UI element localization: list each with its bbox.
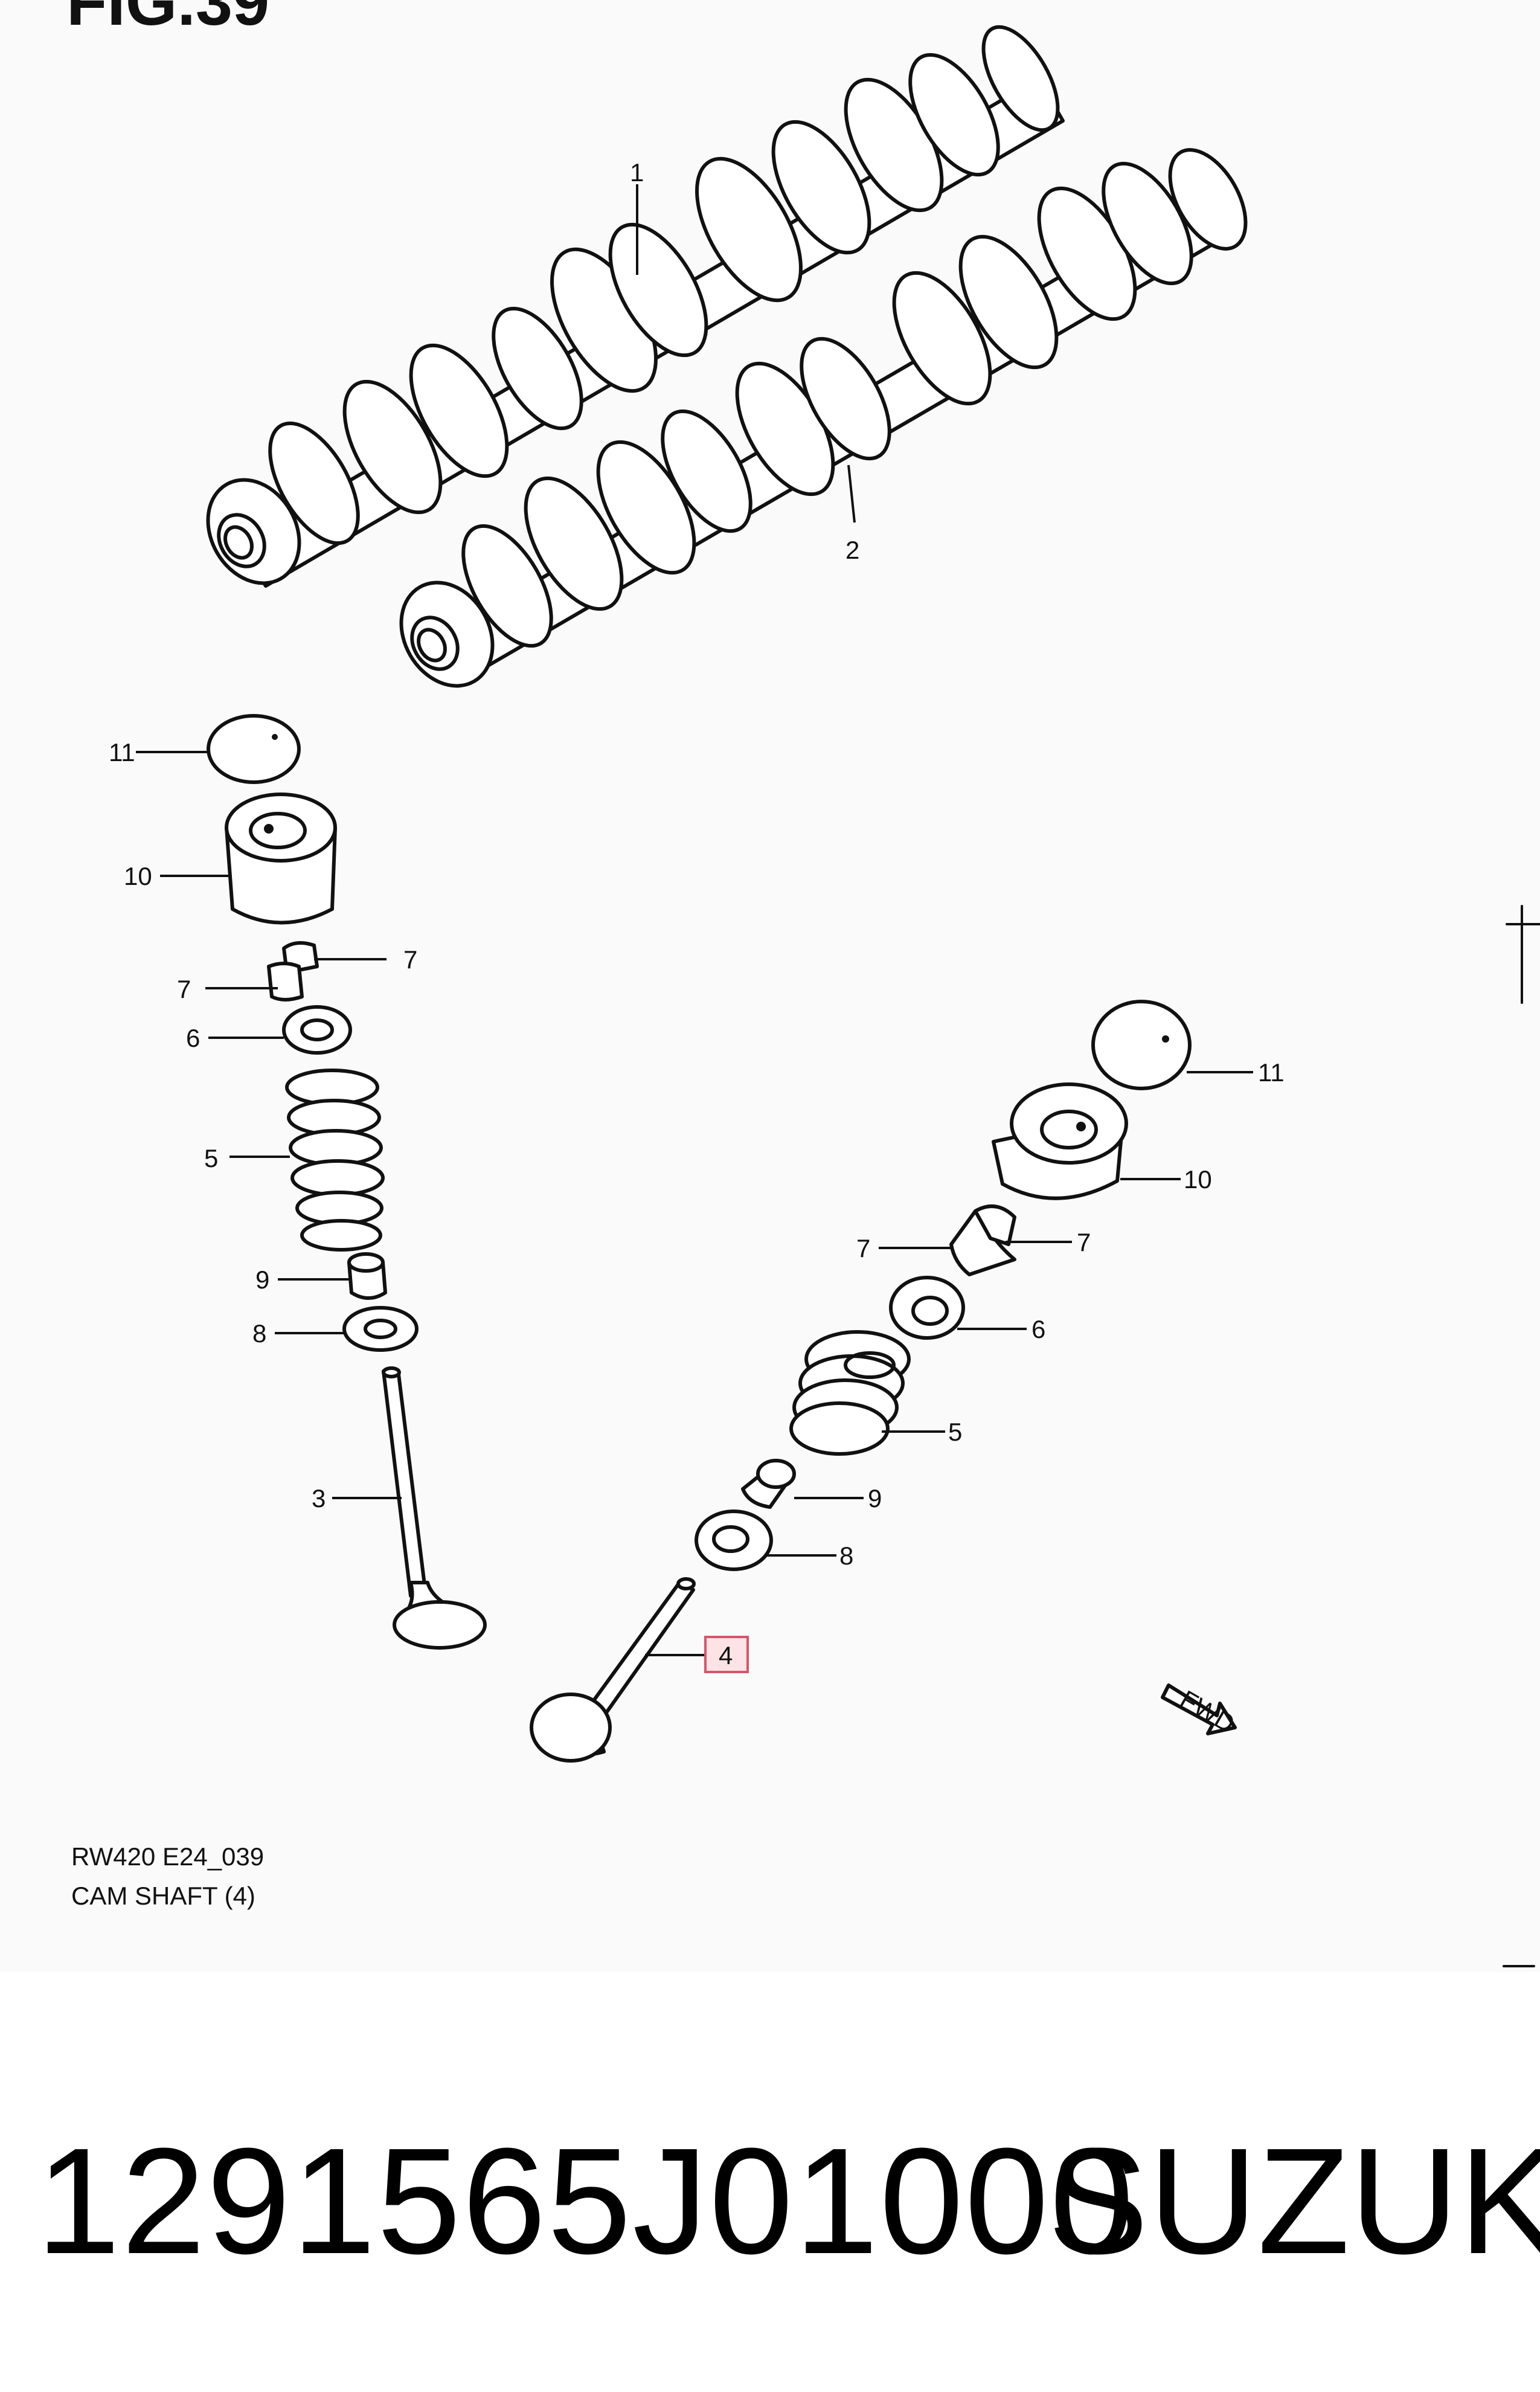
spring-seat-right[interactable] [695,1509,773,1571]
camshaft-1[interactable] [190,15,1073,600]
callout-4[interactable]: 4 [719,1641,733,1670]
valve-cotter-right[interactable] [949,1204,1016,1276]
valve-spring-left[interactable] [285,1069,385,1252]
callout-3: 3 [312,1484,326,1513]
fwd-label: FWD [1175,1685,1239,1738]
callout-8-right: 8 [839,1542,853,1570]
stem-seal-left[interactable] [347,1252,387,1300]
callout-10-left: 10 [124,862,152,890]
callout-10-right: 10 [1184,1165,1212,1194]
valve-spring-right[interactable] [789,1330,911,1456]
shim-right[interactable] [1091,1000,1192,1090]
diagram-code: RW420 E24_039 [71,1842,265,1871]
parts-diagram: FWD 1 2 3 [109,15,1540,1967]
exhaust-valve-right[interactable] [530,1577,696,1763]
fwd-arrow-icon: FWD [1161,1683,1240,1738]
callout-7-right-b: 7 [1077,1228,1091,1256]
shim-left[interactable] [207,714,301,784]
figure-title: FIG.39 [66,0,270,39]
lifter-right[interactable] [992,1082,1128,1200]
lifter-left[interactable] [225,793,337,925]
brand-name: SUZUKI [1048,2117,1540,2285]
callout-9-right: 9 [868,1484,882,1513]
callout-4-highlight [704,1636,749,1673]
valve-cotter-left[interactable] [267,941,319,1001]
callout-5-right: 5 [948,1418,962,1446]
intake-valve-left[interactable] [382,1366,487,1650]
callout-9-left: 9 [255,1265,269,1294]
diagram-panel: FIG.39 [66,0,1540,1967]
leader-lines [136,184,1253,1656]
stem-seal-right[interactable] [741,1459,796,1509]
callout-1: 1 [630,158,644,187]
callout-7-left-b: 7 [177,975,191,1003]
callout-7-left-a: 7 [403,945,417,974]
callout-6-right: 6 [1031,1315,1045,1343]
callout-6-left: 6 [186,1024,200,1052]
retainer-left[interactable] [282,1005,352,1055]
part-number: 1291565J01000 [36,2117,1135,2285]
callout-5-left: 5 [204,1144,218,1172]
callout-11-right: 11 [1258,1058,1285,1087]
callout-2: 2 [845,536,859,564]
spring-seat-left[interactable] [342,1306,419,1352]
callout-11-left: 11 [109,738,135,767]
callout-8-left: 8 [252,1319,266,1348]
callout-7-right-a: 7 [856,1234,870,1262]
diagram-caption: CAM SHAFT (4) [71,1882,255,1910]
retainer-right[interactable] [889,1276,965,1340]
camshaft-2[interactable] [383,137,1261,702]
